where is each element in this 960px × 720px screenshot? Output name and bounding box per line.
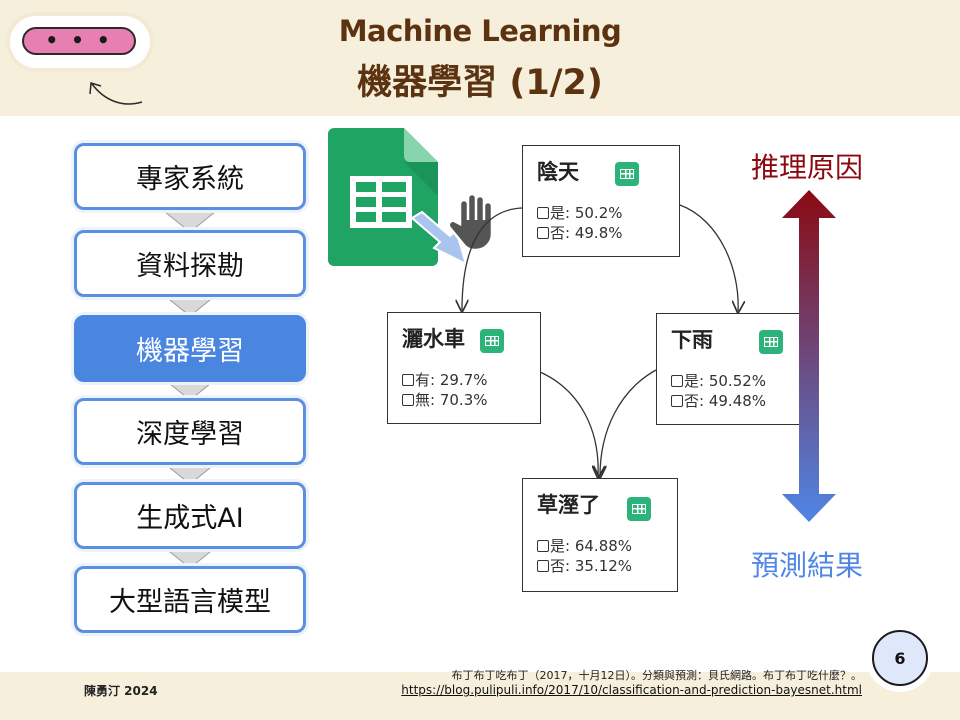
spreadsheet-icon bbox=[328, 128, 438, 266]
table-icon[interactable] bbox=[615, 162, 639, 186]
label-inference-cause: 推理原因 bbox=[751, 151, 864, 184]
step-expert-system: 專家系統 bbox=[74, 143, 306, 210]
node-rain: 下雨 是: 50.52% 否: 49.48% bbox=[656, 313, 800, 425]
step-llm: 大型語言模型 bbox=[74, 566, 306, 633]
footer-band bbox=[0, 672, 960, 720]
step-machine-learning: 機器學習 bbox=[74, 315, 306, 382]
table-icon[interactable] bbox=[480, 329, 504, 353]
checkbox[interactable] bbox=[537, 540, 549, 552]
node-option-row: 有: 29.7% bbox=[402, 369, 488, 390]
checkbox[interactable] bbox=[671, 395, 683, 407]
edge-rain-wetgrass bbox=[600, 369, 657, 476]
edge-sprinkler-wetgrass bbox=[539, 371, 598, 476]
checkbox[interactable] bbox=[402, 394, 414, 406]
node-option-row: 否: 35.12% bbox=[537, 555, 632, 576]
edge-cloudy-sprinkler bbox=[462, 207, 523, 310]
author-credit: 陳勇汀 2024 bbox=[84, 684, 158, 698]
chevron-connector bbox=[163, 211, 217, 233]
checkbox[interactable] bbox=[537, 227, 549, 239]
citation: 布丁布丁吃布丁（2017，十月12日）。分類與預測：貝氏網路。布丁布丁吃什麼？。… bbox=[401, 668, 862, 698]
node-option-row: 無: 70.3% bbox=[402, 389, 488, 410]
pointer-arrow-icon bbox=[410, 210, 468, 266]
citation-link[interactable]: https://blog.pulipuli.info/2017/10/class… bbox=[401, 683, 862, 697]
step-generative-ai: 生成式AI bbox=[74, 482, 306, 549]
step-data-mining: 資料探勘 bbox=[74, 230, 306, 297]
title-chinese: 機器學習 (1/2) bbox=[357, 63, 603, 103]
hand-cursor-icon bbox=[447, 192, 494, 252]
node-option-row: 是: 64.88% bbox=[537, 535, 632, 556]
curved-arrow-icon bbox=[89, 82, 143, 105]
checkbox[interactable] bbox=[537, 207, 549, 219]
edge-cloudy-rain bbox=[679, 204, 738, 311]
node-option-row: 是: 50.2% bbox=[537, 202, 623, 223]
node-title: 下雨 bbox=[671, 328, 713, 352]
citation-text: 布丁布丁吃布丁（2017，十月12日）。分類與預測：貝氏網路。布丁布丁吃什麼？。 bbox=[451, 669, 863, 682]
node-title: 灑水車 bbox=[402, 327, 465, 351]
page-number: 6 bbox=[872, 630, 928, 686]
node-title: 草溼了 bbox=[537, 493, 600, 517]
node-option-row: 否: 49.8% bbox=[537, 222, 623, 243]
label-prediction-result: 預測結果 bbox=[751, 549, 864, 582]
node-option-row: 否: 49.48% bbox=[671, 390, 766, 411]
checkbox[interactable] bbox=[537, 560, 549, 572]
node-title: 陰天 bbox=[537, 160, 579, 184]
checkbox[interactable] bbox=[671, 375, 683, 387]
table-icon[interactable] bbox=[759, 330, 783, 354]
header-band bbox=[0, 0, 960, 116]
more-menu-button[interactable]: • • • bbox=[22, 27, 136, 55]
step-deep-learning: 深度學習 bbox=[74, 398, 306, 465]
more-dots-icon: • • • bbox=[45, 28, 113, 52]
node-cloudy: 陰天 是: 50.2% 否: 49.8% bbox=[522, 145, 680, 257]
table-icon[interactable] bbox=[627, 497, 651, 521]
node-sprinkler: 灑水車 有: 29.7% 無: 70.3% bbox=[387, 312, 541, 424]
step-connectors bbox=[163, 211, 217, 569]
checkbox[interactable] bbox=[402, 374, 414, 386]
menu-bubble[interactable]: • • • bbox=[10, 16, 150, 68]
node-option-row: 是: 50.52% bbox=[671, 370, 766, 391]
title-english: Machine Learning bbox=[338, 14, 622, 48]
node-wetgrass: 草溼了 是: 64.88% 否: 35.12% bbox=[522, 478, 678, 592]
inference-direction-arrow bbox=[782, 190, 836, 522]
